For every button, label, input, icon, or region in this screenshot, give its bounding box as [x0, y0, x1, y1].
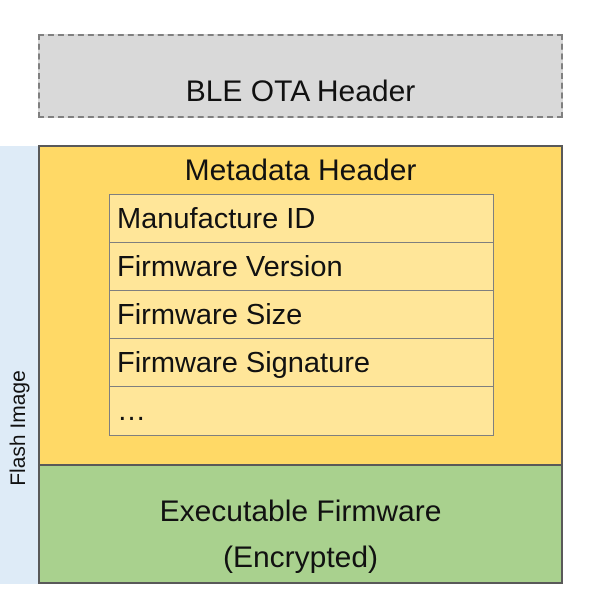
field-ellipsis: …: [117, 395, 146, 427]
metadata-field-list: Manufacture ID Firmware Version Firmware…: [109, 194, 494, 436]
metadata-header-block: Metadata Header Manufacture ID Firmware …: [38, 145, 563, 466]
encrypted-label: (Encrypted): [222, 541, 379, 574]
executable-firmware-block: Executable Firmware (Encrypted): [38, 464, 563, 584]
flash-image-bracket: [0, 146, 38, 584]
ble-ota-header-label: BLE OTA Header: [185, 75, 416, 108]
executable-firmware-label: Executable Firmware: [159, 495, 442, 528]
field-manufacture-id: Manufacture ID: [110, 195, 493, 243]
field-firmware-signature: Firmware Signature: [110, 339, 493, 387]
field-firmware-size: Firmware Size: [110, 291, 493, 339]
ble-ota-header-block: BLE OTA Header: [38, 34, 563, 118]
field-firmware-version: Firmware Version: [110, 243, 493, 291]
flash-image-label: Flash Image: [7, 370, 30, 486]
metadata-header-title: Metadata Header: [184, 154, 417, 187]
